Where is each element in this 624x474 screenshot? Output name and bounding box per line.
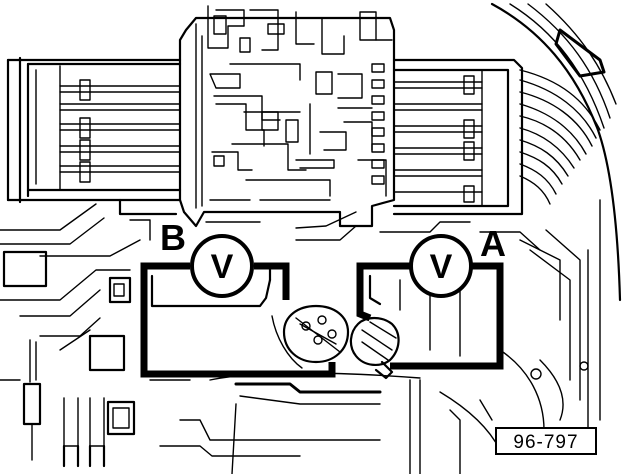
- figure-reference: 96-797: [495, 427, 597, 455]
- probe-wire-b: [140, 262, 336, 378]
- connector-pins-right: [393, 75, 483, 203]
- voltmeter-a-symbol: V: [430, 248, 453, 286]
- connector-pins-left: [59, 79, 181, 183]
- test-point-a-label: A: [480, 223, 506, 264]
- voltmeter-a: [409, 234, 473, 298]
- control-unit-board: [178, 5, 396, 228]
- wire-harness: [490, 2, 622, 302]
- figure-reference-number: 96-797: [513, 432, 578, 453]
- test-point-b-label: B: [160, 217, 186, 258]
- test-connector: [271, 304, 400, 380]
- left-connector: [6, 56, 182, 216]
- voltmeter-b-symbol: V: [211, 248, 234, 286]
- voltmeter-b: [190, 234, 254, 298]
- board-traces: [0, 189, 601, 474]
- probe-wire-a: [356, 262, 410, 322]
- meter-loop-a: V A: [356, 223, 506, 370]
- meter-loop-b: V B: [140, 217, 336, 378]
- right-connector: [392, 58, 524, 216]
